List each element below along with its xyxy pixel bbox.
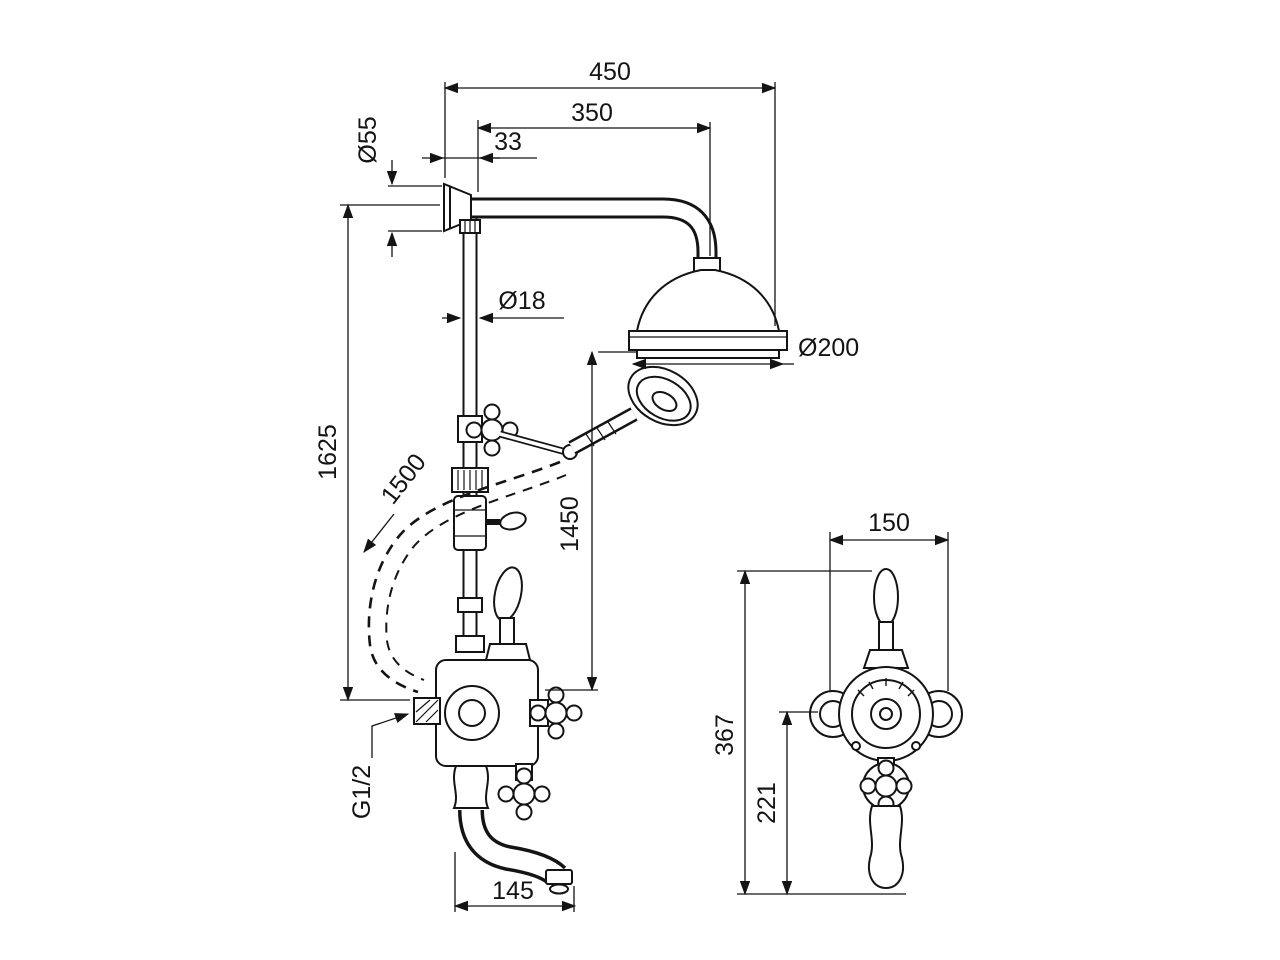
diverter-cross-handle <box>457 403 519 457</box>
label-overall-reach: 450 <box>589 58 631 86</box>
shower-head <box>628 257 788 359</box>
label-wall-offset: 33 <box>494 128 522 156</box>
label-trim-height: 367 <box>711 714 739 756</box>
wall-flange <box>443 182 481 234</box>
leader-1500 <box>363 513 395 554</box>
label-trim-width: 150 <box>868 509 910 537</box>
lever-handle-front <box>873 568 899 626</box>
label-arm-reach: 350 <box>571 99 613 127</box>
handshower-holder <box>499 430 578 460</box>
shower-hose-dashed <box>367 460 567 694</box>
shower-arm <box>470 197 718 266</box>
leader-g12 <box>371 713 410 758</box>
spout-tip <box>545 869 573 885</box>
label-spout-reach: 145 <box>492 877 534 905</box>
lower-cross-handle <box>497 767 551 821</box>
label-riser-diameter: Ø18 <box>498 287 545 315</box>
dimension-lines <box>340 82 950 912</box>
dimension-labels: 450 350 33 Ø55 Ø18 Ø200 1625 1500 1450 G… <box>314 58 910 905</box>
label-flange-diameter: Ø55 <box>354 116 382 163</box>
bath-spout <box>458 809 567 886</box>
label-head-diameter: Ø200 <box>798 334 859 362</box>
front-cross-handle <box>859 759 913 813</box>
label-overall-height: 1625 <box>314 424 342 480</box>
mixer-valve-side <box>413 566 583 895</box>
hand-shower <box>568 365 699 455</box>
label-hose-length: 1500 <box>376 449 432 510</box>
lever-handle-side <box>493 566 523 622</box>
label-trim-lower-height: 221 <box>753 782 781 824</box>
label-connection-thread: G1/2 <box>348 765 376 819</box>
mixer-valve-front <box>809 568 963 890</box>
riser-fittings <box>451 467 527 613</box>
label-handset-height: 1450 <box>556 496 584 552</box>
porcelain-grip <box>868 805 904 890</box>
